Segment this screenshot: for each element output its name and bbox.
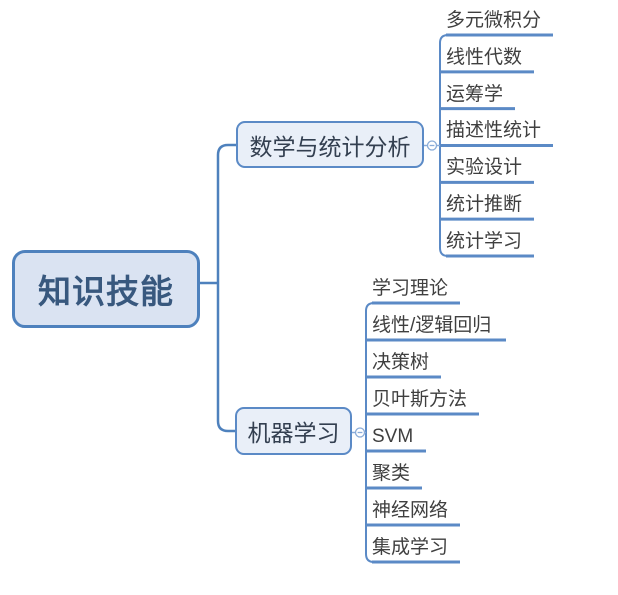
leaf-node[interactable]: 统计推断	[446, 194, 523, 216]
leaf-node[interactable]: 集成学习	[372, 537, 449, 558]
root-node[interactable]: 知识技能	[12, 250, 200, 328]
branch-node-machine-learning[interactable]: 机器学习	[235, 407, 352, 455]
leaf-node[interactable]: 描述性统计	[446, 120, 542, 142]
branch-node-label: 机器学习	[247, 420, 340, 446]
leaf-node[interactable]: SVM	[372, 426, 414, 447]
leaf-node[interactable]: 统计学习	[446, 230, 523, 252]
branch-node-math-statistics[interactable]: 数学与统计分析	[236, 121, 424, 168]
branch-node-label: 数学与统计分析	[249, 133, 411, 160]
collapse-toggle[interactable]	[352, 427, 366, 438]
leaf-node[interactable]: 运筹学	[446, 83, 504, 105]
leaf-node[interactable]: 神经网络	[372, 500, 449, 521]
branch-bracket-line	[216, 143, 238, 433]
root-node-label: 知识技能	[38, 273, 174, 310]
leaf-node[interactable]: 学习理论	[372, 278, 449, 299]
branch-1-child-connectors	[365, 301, 506, 564]
leaf-node[interactable]: 贝叶斯方法	[372, 389, 468, 410]
collapse-toggle[interactable]	[424, 140, 440, 151]
leaf-node[interactable]: 线性代数	[446, 46, 523, 68]
root-branch-connectors	[200, 143, 238, 433]
leaf-node[interactable]: 实验设计	[446, 157, 523, 179]
leaf-node[interactable]: 多元微积分	[446, 10, 542, 31]
leaf-node[interactable]: 线性/逻辑回归	[372, 315, 492, 336]
leaf-node[interactable]: 聚类	[372, 463, 411, 484]
leaf-node[interactable]: 决策树	[372, 352, 430, 373]
